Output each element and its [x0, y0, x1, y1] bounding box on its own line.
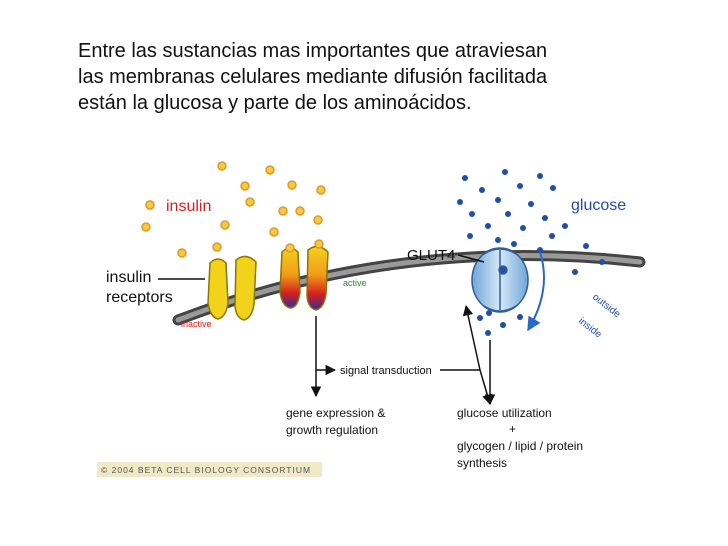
- svg-text:insulin: insulin: [166, 198, 211, 215]
- svg-text:synthesis: synthesis: [457, 456, 507, 470]
- insulin-label: insulin: [145, 198, 211, 215]
- svg-text:insulin: insulin: [106, 269, 151, 286]
- glucose-utilization-label: glucose utilization + glycogen / lipid /…: [457, 406, 583, 470]
- inside-label: inside: [576, 316, 604, 341]
- glucose-label: glucose: [571, 197, 626, 214]
- inactive-insulin-receptor: [207, 255, 257, 321]
- active-insulin-receptor: [279, 239, 329, 311]
- glut4-transporter: [471, 247, 529, 313]
- inactive-label: inactive: [181, 319, 212, 329]
- gene-expression-label: gene expression & growth regulation: [286, 406, 385, 437]
- signal-transduction-label: signal transduction: [340, 365, 432, 377]
- svg-text:receptors: receptors: [106, 289, 173, 306]
- svg-text:growth regulation: growth regulation: [286, 423, 378, 437]
- svg-text:GLUT4: GLUT4: [407, 247, 455, 264]
- svg-text:glycogen / lipid / protein: glycogen / lipid / protein: [457, 439, 583, 453]
- glucose-flow-arrow: [527, 251, 545, 332]
- svg-text:© 2004 BETA CELL BIOLOGY CONSO: © 2004 BETA CELL BIOLOGY CONSORTIUM: [101, 465, 311, 475]
- svg-text:gene expression &: gene expression &: [286, 406, 385, 420]
- insulin-receptors-label: insulin receptors: [106, 269, 205, 306]
- glucose-molecules: [457, 169, 605, 336]
- intro-line-3: están la glucosa y parte de los aminoáci…: [78, 92, 472, 114]
- insulin-molecules: [141, 161, 326, 258]
- intro-paragraph: Entre las sustancias mas importantes que…: [78, 38, 718, 116]
- outside-label: outside: [590, 292, 623, 321]
- intro-line-2: las membranas celulares mediante difusió…: [78, 66, 548, 88]
- copyright-banner: © 2004 BETA CELL BIOLOGY CONSORTIUM: [97, 462, 322, 477]
- glut4-label: GLUT4: [407, 247, 485, 264]
- intro-line-1: Entre las sustancias mas importantes que…: [78, 40, 548, 62]
- active-label: active: [343, 278, 367, 288]
- svg-text:glucose utilization: glucose utilization: [457, 406, 552, 420]
- signal-arrows: [310, 304, 496, 406]
- svg-text:+: +: [509, 422, 516, 436]
